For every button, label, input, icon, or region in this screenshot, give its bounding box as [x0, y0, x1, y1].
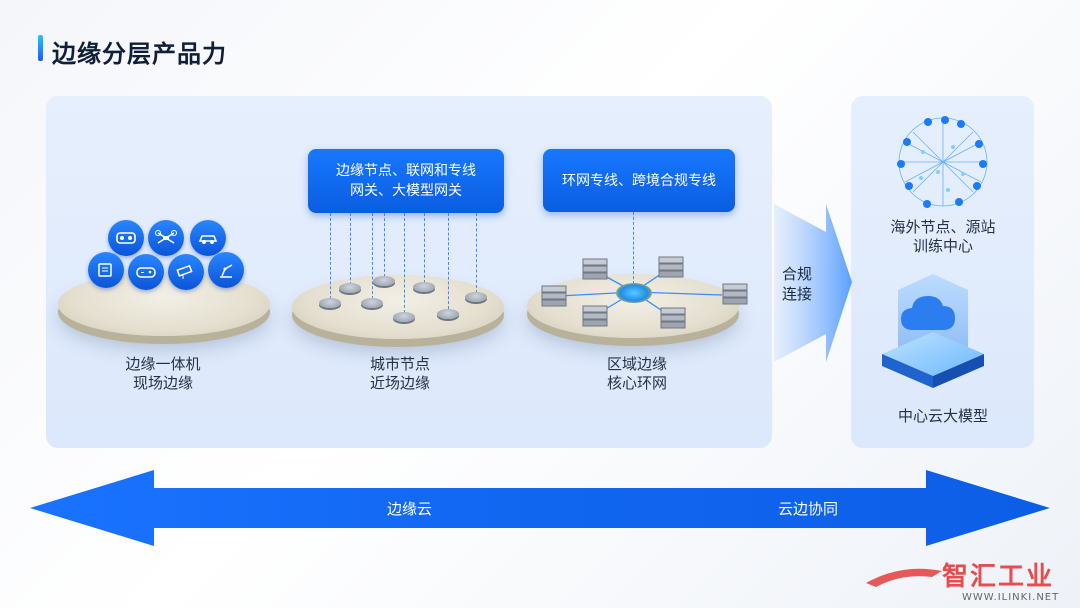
connector-line [372, 213, 373, 299]
tier-caption-regional-edge: 区域边缘 核心环网 [572, 355, 702, 393]
tier-caption-line: 边缘一体机 [125, 355, 201, 373]
central-cloud-caption: 中心云大模型 [897, 407, 988, 425]
connected-car-icon [190, 220, 226, 256]
ring-hub-globe-icon [616, 283, 652, 303]
regional-edge-callout: 环网专线、跨境合规专线 [543, 149, 735, 212]
cloud-edge-collab-label: 云边协同 [778, 500, 839, 518]
connector-line [404, 213, 405, 313]
edge-cloud-double-arrow [30, 470, 1050, 546]
connector-line [633, 212, 634, 284]
edge-node [361, 298, 383, 308]
city-node-callout: 边缘节点、联网和专线 网关、大模型网关 [308, 149, 504, 213]
central-cloud-cube-icon [882, 274, 984, 388]
edge-node [413, 282, 435, 292]
server-icon [582, 305, 608, 327]
edge-node [437, 309, 459, 319]
connector-line [384, 213, 385, 277]
watermark-url: WWW.ILINKI.NET [962, 592, 1060, 603]
callout-line: 边缘节点、联网和专线 [336, 163, 476, 179]
compliance-connection-label: 合规 连接 [782, 264, 812, 304]
tier-caption-city-node: 城市节点 近场边缘 [335, 355, 465, 393]
tier-caption-edge-appliance: 边缘一体机 现场边缘 [98, 355, 228, 393]
central-cloud-panel [851, 96, 1034, 448]
callout-line: 网关、大模型网关 [350, 183, 462, 199]
tier-caption-line: 近场边缘 [369, 374, 430, 392]
link-label-line: 连接 [782, 285, 813, 303]
callout-line: 环网专线、跨境合规专线 [562, 172, 716, 189]
watermark-logo-icon [866, 568, 942, 587]
title-accent-bar [38, 35, 43, 61]
server-icon [722, 283, 748, 305]
tier-caption-line: 核心环网 [606, 374, 667, 392]
edge-node [319, 298, 341, 308]
global-network-sphere-icon [897, 116, 988, 208]
watermark-text: 智汇工业 [942, 562, 1055, 592]
tier-caption-line: 区域边缘 [606, 355, 667, 373]
server-icon [541, 285, 567, 307]
edge-cloud-label: 边缘云 [387, 500, 433, 518]
connector-line [448, 213, 449, 309]
connector-line [350, 213, 351, 285]
server-icon [660, 307, 686, 329]
edge-node [373, 276, 395, 286]
server-icon [582, 258, 608, 280]
camera-icon [168, 254, 204, 290]
drone-icon [148, 220, 184, 256]
edge-node [393, 312, 415, 322]
page-title: 边缘分层产品力 [52, 40, 227, 68]
connector-line [424, 213, 425, 283]
server-icon [658, 256, 684, 278]
overseas-node-caption: 海外节点、源站 训练中心 [873, 218, 1013, 256]
compliance-connection-arrow [774, 204, 852, 362]
tier-caption-line: 城市节点 [369, 355, 430, 373]
vr-headset-icon [108, 220, 144, 256]
overseas-caption-line: 海外节点、源站 [890, 218, 996, 236]
terminal-device-icon [88, 252, 124, 288]
connector-line [476, 213, 477, 293]
edge-node [465, 292, 487, 302]
connector-line [330, 213, 331, 299]
link-label-line: 合规 [782, 265, 813, 283]
tier-caption-line: 现场边缘 [132, 374, 193, 392]
robot-arm-icon [208, 252, 244, 288]
edge-node [339, 283, 361, 293]
overseas-caption-line: 训练中心 [912, 237, 973, 255]
gamepad-icon [128, 254, 164, 290]
